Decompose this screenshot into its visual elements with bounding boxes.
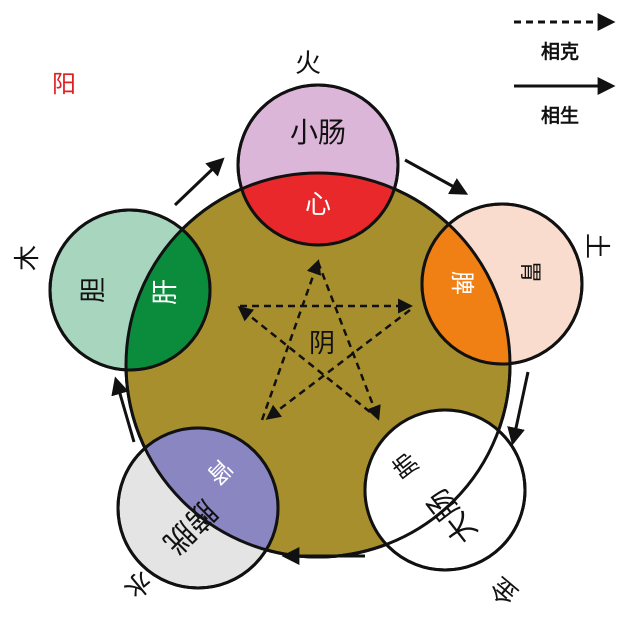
- yang-label: 阳: [52, 70, 76, 98]
- generate-cycle-arrows: [111, 157, 530, 565]
- element-fire: 火: [295, 49, 321, 79]
- label-stomach: 胃: [517, 261, 542, 283]
- element-wood: 木: [13, 245, 43, 271]
- yin-label: 阴: [309, 329, 335, 359]
- arrow-wood-to-fire: [173, 157, 225, 207]
- arrow-fire-to-earth: [404, 158, 469, 195]
- label-heart: 心: [305, 190, 331, 220]
- element-metal: 金: [485, 570, 524, 610]
- label-small-intestine: 小肠: [290, 116, 346, 149]
- fire-inner-lens: [238, 173, 398, 245]
- star-fire-to-metal: [316, 261, 381, 421]
- arrow-water-to-wood: [111, 376, 136, 443]
- star-metal-to-wood: [237, 306, 371, 413]
- star-earth-to-water: [265, 309, 411, 420]
- legend: 相克 相生: [514, 13, 616, 127]
- restrain-cycle-star: [237, 259, 413, 421]
- label-spleen: 脾: [448, 271, 476, 295]
- star-water-to-fire: [260, 259, 322, 421]
- legend-restrain-label: 相克: [541, 40, 579, 63]
- element-earth: 土: [581, 233, 611, 259]
- arrow-earth-to-metal: [507, 371, 530, 446]
- legend-generate-label: 相生: [541, 104, 579, 127]
- label-gallbladder: 胆: [79, 277, 109, 303]
- label-liver: 肝: [151, 279, 181, 305]
